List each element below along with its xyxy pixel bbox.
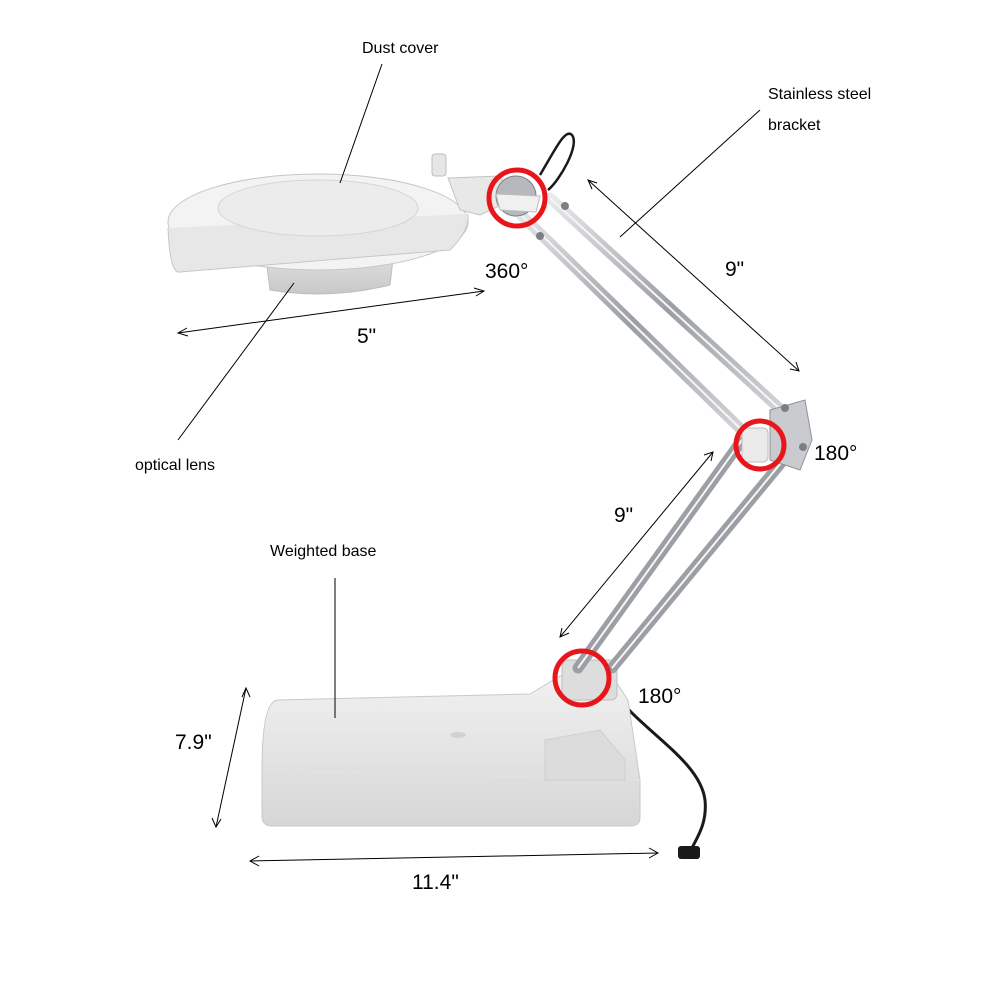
- dim-base-width: 11.4": [412, 871, 459, 894]
- base-joint-marker: [552, 648, 612, 708]
- dim-lens-width-arrow: [176, 287, 486, 337]
- dim-upper-arm: 9": [725, 258, 745, 281]
- dim-base-depth: 7.9": [175, 731, 212, 754]
- elbow-joint-marker: [733, 418, 787, 472]
- head-joint-marker: [486, 167, 548, 229]
- upper-arm: [508, 192, 798, 446]
- optical-lens-leader: [177, 282, 295, 441]
- rotation-base: 180°: [638, 685, 682, 708]
- rotation-elbow: 180°: [814, 442, 858, 465]
- power-cable: [610, 689, 707, 856]
- dim-lower-arm-arrow: [559, 451, 714, 638]
- dim-base-width-arrow: [248, 847, 660, 867]
- label-dust-cover: Dust cover: [362, 40, 439, 57]
- cable-plug: [678, 846, 700, 859]
- rotation-head: 360°: [485, 260, 529, 283]
- lamp-head: [167, 153, 513, 295]
- bracket-leader: [619, 109, 761, 238]
- dim-lower-arm: 9": [614, 504, 634, 527]
- dim-base-depth-arrow: [211, 686, 251, 829]
- dust-cover-leader: [339, 63, 383, 184]
- dim-lens-width: 5": [357, 325, 377, 348]
- elbow-hinge: [741, 399, 813, 471]
- dim-upper-arm-arrow: [587, 179, 800, 372]
- head-pivot: [495, 175, 569, 240]
- weighted-base: [261, 675, 641, 827]
- label-weighted-base: Weighted base: [270, 543, 377, 560]
- label-optical-lens: optical lens: [135, 457, 216, 474]
- head-cable: [538, 132, 575, 191]
- label-bracket-line2: bracket: [768, 117, 821, 134]
- lower-arm: [572, 434, 796, 674]
- label-bracket-line1: Stainless steel: [768, 86, 872, 103]
